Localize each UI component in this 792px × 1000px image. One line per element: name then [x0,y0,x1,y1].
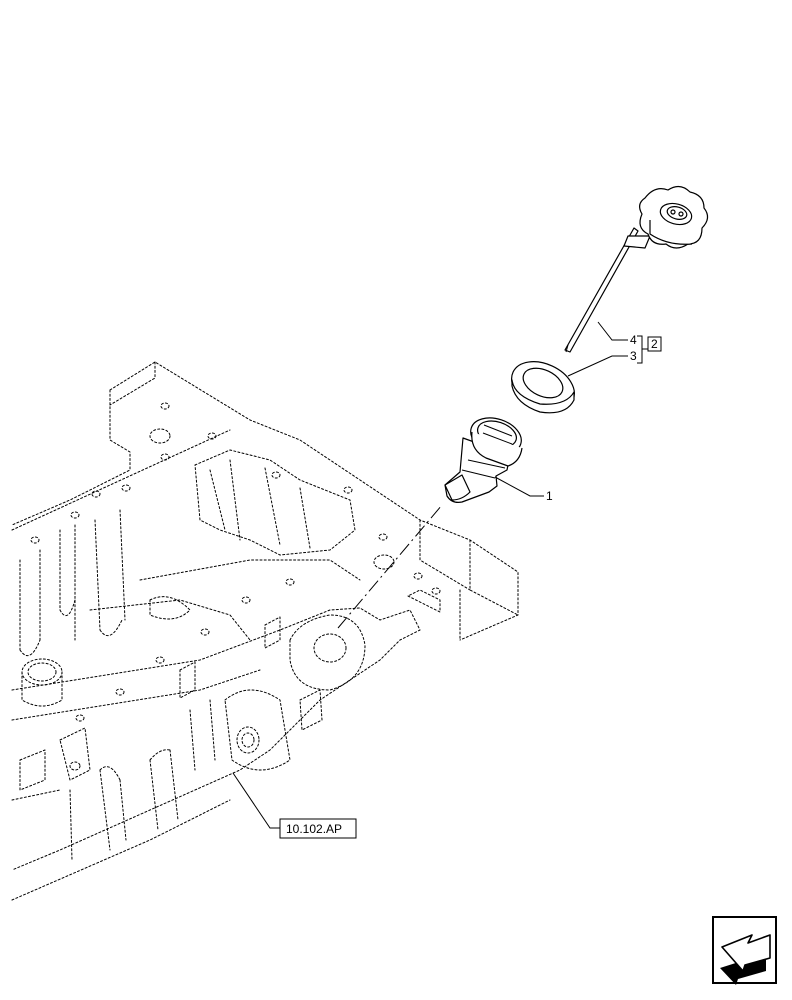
callout-3: 3 [567,349,637,377]
callout-2-label: 2 [651,337,658,351]
navigation-arrow-icon[interactable] [712,916,777,985]
callout-4-label: 4 [630,333,637,347]
seal-washer-part [511,361,575,414]
callout-1: 1 [494,476,553,503]
callout-1-label: 1 [546,489,553,503]
reference-label[interactable]: 10.102.AP [286,822,342,836]
callout-4: 4 [597,321,637,347]
filler-tube-part [444,417,523,503]
callout-3-label: 3 [630,349,637,363]
dipstick-part [564,185,709,353]
transmission-housing [11,361,519,901]
assembly-centerline [337,504,443,629]
kit-bracket: 2 [637,335,662,364]
callout-2-box [647,336,662,352]
reference-callout[interactable]: 10.102.AP [232,772,357,839]
reference-box[interactable] [279,818,357,839]
